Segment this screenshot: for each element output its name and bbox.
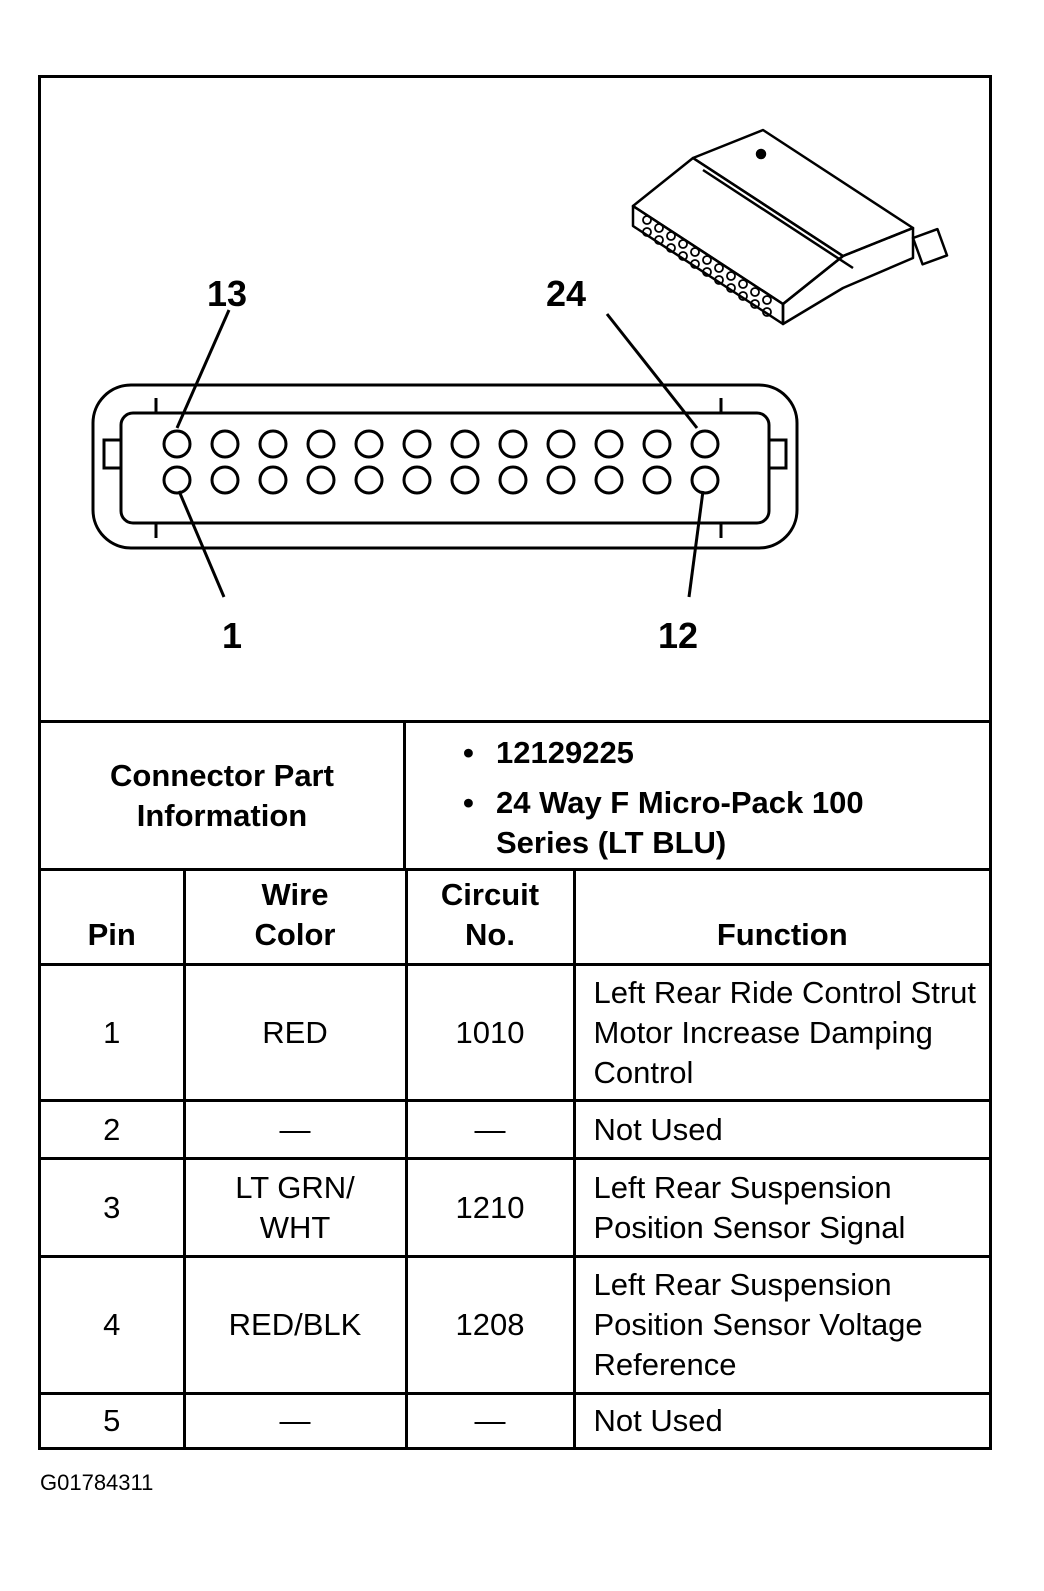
connector-description: 24 Way F Micro-Pack 100 Series (LT BLU) <box>496 785 864 860</box>
bullet-icon: • <box>463 785 474 820</box>
connector-part-information: Connector Part Information • 12129225 • … <box>41 720 989 868</box>
wire-color: — <box>182 1392 408 1448</box>
pin-label-12: 12 <box>658 615 699 656</box>
pin-number: 2 <box>41 1099 186 1160</box>
pin-hole <box>258 465 288 495</box>
pin-array <box>162 429 720 495</box>
pin-hole <box>594 429 624 459</box>
pin-hole <box>450 429 480 459</box>
table-row: 4 RED/BLK 1208 Left Rear Suspension Posi… <box>41 1255 989 1395</box>
wire-color: LT GRN/ WHT <box>182 1157 408 1258</box>
circuit-number: 1208 <box>404 1255 576 1395</box>
header-circuit-no: Circuit No. <box>404 868 576 966</box>
pin-table-header: Pin Wire Color Circuit No. Function <box>41 868 989 966</box>
wire-color-text: LT GRN/ WHT <box>235 1169 355 1245</box>
pin-label-13: 13 <box>207 273 248 314</box>
connector-drawing <box>91 128 949 598</box>
pin-hole <box>210 465 240 495</box>
pin-function: Not Used <box>572 1392 989 1448</box>
wire-color: RED/BLK <box>182 1255 408 1395</box>
table-row: 2 — — Not Used <box>41 1099 989 1160</box>
circuit-number: 1210 <box>404 1157 576 1258</box>
table-row: 1 RED 1010 Left Rear Ride Control Strut … <box>41 963 989 1102</box>
pin-number: 1 <box>41 963 186 1102</box>
pin-hole <box>258 429 288 459</box>
pin-hole <box>546 429 576 459</box>
pin-hole <box>210 429 240 459</box>
pin-number: 4 <box>41 1255 186 1395</box>
pin-hole <box>594 465 624 495</box>
header-wire-color-text: Wire Color <box>254 877 336 952</box>
pin-number: 5 <box>41 1392 186 1448</box>
pin-hole <box>354 465 384 495</box>
pin-hole <box>402 465 432 495</box>
pin-hole <box>642 429 672 459</box>
pin-hole <box>402 429 432 459</box>
wire-color: — <box>182 1099 408 1160</box>
pin-table: Pin Wire Color Circuit No. Function 1 RE… <box>41 868 989 1448</box>
connector-3d-illustration <box>631 128 949 326</box>
pin-function: Left Rear Suspension Position Sensor Vol… <box>572 1255 989 1395</box>
pin-number: 3 <box>41 1157 186 1258</box>
pin-hole <box>690 465 720 495</box>
pin-hole <box>354 429 384 459</box>
pin-function: Not Used <box>572 1099 989 1160</box>
pin-function: Left Rear Ride Control Strut Motor Incre… <box>572 963 989 1102</box>
pin-hole <box>306 465 336 495</box>
header-circuit-no-text: Circuit No. <box>440 877 540 952</box>
circuit-number: — <box>404 1392 576 1448</box>
header-wire-color: Wire Color <box>182 868 408 966</box>
circuit-number: 1010 <box>404 963 576 1102</box>
wire-color: RED <box>182 963 408 1102</box>
pin-hole <box>306 429 336 459</box>
pin-label-1: 1 <box>222 615 243 656</box>
header-function: Function <box>572 868 989 966</box>
pin-hole <box>450 465 480 495</box>
pin-label-24: 24 <box>546 273 587 314</box>
connector-part-number: 12129225 <box>496 735 634 770</box>
pin-hole <box>546 465 576 495</box>
pin-hole <box>642 465 672 495</box>
connector-face <box>91 383 799 550</box>
connector-figure-frame: 13 24 1 12 Connector Part Information • … <box>38 75 992 1450</box>
pin-hole <box>162 429 192 459</box>
bullet-icon: • <box>463 735 474 770</box>
table-row: 5 — — Not Used <box>41 1392 989 1448</box>
circuit-number: — <box>404 1099 576 1160</box>
connector-info-values: • 12129225 • 24 Way F Micro-Pack 100 Ser… <box>406 723 989 868</box>
pin-leader-lines <box>175 309 705 598</box>
pin-hole <box>498 429 528 459</box>
pin-hole <box>162 465 192 495</box>
connector-diagram: 13 24 1 12 <box>41 78 989 720</box>
connector-info-label: Connector Part Information <box>41 723 406 868</box>
table-row: 3 LT GRN/ WHT 1210 Left Rear Suspension … <box>41 1157 989 1258</box>
figure-id: G01784311 <box>40 1470 154 1495</box>
header-pin: Pin <box>41 868 186 966</box>
pin-hole <box>498 465 528 495</box>
pin-hole <box>690 429 720 459</box>
pin-function: Left Rear Suspension Position Sensor Sig… <box>572 1157 989 1258</box>
